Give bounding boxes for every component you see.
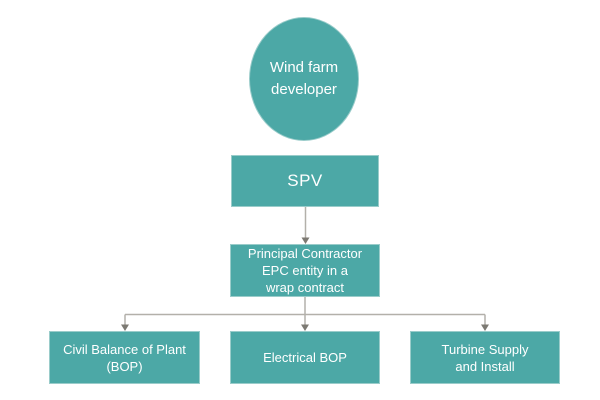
node-civil-bop: Civil Balance of Plant (BOP) [49,331,200,384]
node-label-line: (BOP) [106,358,143,374]
node-spv: SPV [231,155,379,207]
node-label-line: wrap contract [265,280,345,295]
node-label-line: Turbine Supply [441,341,529,357]
node-principal-contractor: Principal Contractor EPC entity in a wra… [230,244,380,297]
node-label-line: Wind farm [269,59,339,76]
node-wind-farm-developer: Wind farm developer [249,17,359,141]
node-label-line: SPV [287,171,323,190]
node-electrical-bop: Electrical BOP [230,331,380,384]
node-label-line: Civil Balance of Plant [63,341,186,357]
node-label-line: EPC entity in a [262,263,348,278]
node-label-line: Principal Contractor [247,246,363,261]
node-label-line: and Install [455,358,515,374]
node-label-line: developer [271,81,337,98]
node-turbine-supply-install: Turbine Supply and Install [410,331,560,384]
node-label-line: Electrical BOP [263,350,347,365]
